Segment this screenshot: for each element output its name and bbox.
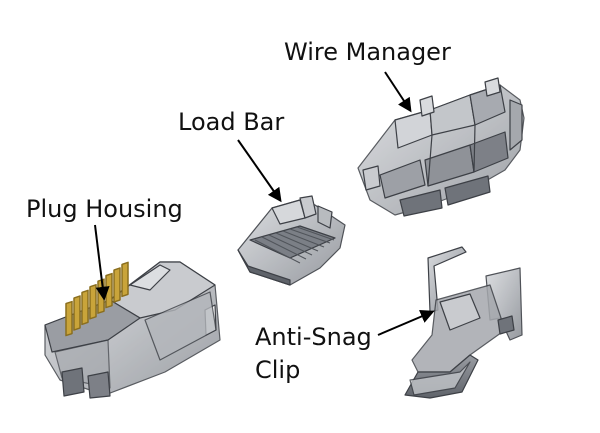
wire-manager-part (357, 77, 525, 217)
pointer-arrows (94, 71, 435, 336)
plug-housing-part (44, 261, 221, 399)
plug-housing-arrow (94, 224, 110, 301)
anti-snag-label-line2: Clip (255, 356, 301, 384)
wire-manager-arrow (384, 71, 412, 113)
load-bar-arrow (237, 139, 282, 203)
anti-snag-label-line1: Anti-Snag (255, 323, 372, 351)
load-bar-label: Load Bar (178, 108, 285, 136)
load-bar-part (237, 195, 346, 286)
anti-snag-clip-arrow (377, 309, 435, 336)
plug-housing-label: Plug Housing (26, 195, 183, 223)
anti-snag-clip-part (404, 246, 523, 399)
wire-manager-label: Wire Manager (284, 38, 451, 66)
